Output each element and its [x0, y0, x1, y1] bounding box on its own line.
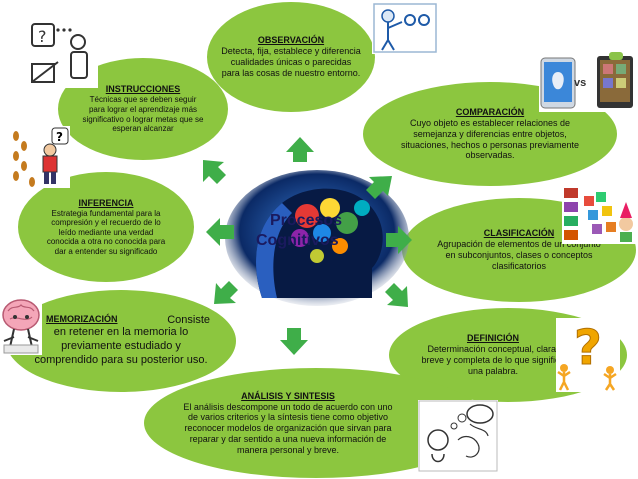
node-text: Técnicas que se deben seguir para lograr…	[82, 95, 204, 134]
node-memorizacion: MEMORIZACIÓN Consiste en retener en la m…	[6, 290, 236, 392]
node-title: DEFINICIÓN	[466, 333, 519, 344]
thinking-icon	[418, 400, 498, 472]
observer-icon	[372, 2, 438, 54]
arrow-left	[206, 218, 234, 246]
node-text: El análisis descompone un todo de acuerd…	[183, 401, 393, 455]
svg-text:?: ?	[56, 130, 63, 144]
arrow-down-left	[214, 281, 238, 304]
question-figures-icon: ?	[556, 318, 620, 392]
question-person-icon: ?	[28, 22, 98, 88]
arrow-up	[286, 137, 314, 162]
center-title-line1: Procesos	[270, 212, 343, 229]
arrow-up-right	[366, 176, 392, 199]
center-title-line2: Cognitivos	[256, 232, 339, 249]
brain-icon	[0, 297, 42, 355]
node-text-inline: Consiste	[167, 314, 210, 327]
node-title: ANÁLISIS Y SINTESIS	[241, 390, 335, 401]
vs-label: vs	[574, 77, 587, 89]
arrow-down-right	[385, 283, 408, 307]
node-text: en retener en la memoria lo previamente …	[34, 326, 208, 366]
node-title: CLASIFICACIÓN	[483, 228, 555, 239]
node-title: MEMORIZACIÓN	[46, 314, 118, 325]
node-text: Determinación conceptual, clara, breve y…	[421, 344, 565, 376]
node-text: Cuyo objeto es establecer relaciones de …	[400, 117, 580, 161]
node-text: Estrategia fundamental para la compresió…	[46, 208, 166, 256]
node-title: OBSERVACIÓN	[257, 35, 325, 46]
svg-text:?: ?	[38, 27, 47, 46]
brain-gears-icon	[222, 168, 412, 308]
footprints-person-icon: ?	[8, 126, 70, 188]
memorizacion-header: MEMORIZACIÓN Consiste	[32, 314, 210, 326]
apple-vs-android-icon	[539, 52, 635, 112]
node-title: INFERENCIA	[78, 197, 134, 208]
node-text: Detecta, fija, establece y diferencia cu…	[221, 46, 361, 78]
node-observacion: OBSERVACIÓN Detecta, fija, establece y d…	[207, 2, 375, 112]
node-text: Agrupación de elementos de un conjunto e…	[437, 239, 601, 271]
node-title: COMPARACIÓN	[455, 106, 525, 117]
node-title: INSTRUCCIONES	[105, 84, 181, 95]
arrow-up-left	[203, 160, 226, 184]
node-inferencia: INFERENCIA Estrategia fundamental para l…	[18, 172, 194, 282]
colored-blocks-icon	[562, 182, 636, 244]
arrow-down	[280, 328, 308, 355]
svg-text:?: ?	[574, 320, 602, 376]
arrow-right	[386, 226, 412, 254]
